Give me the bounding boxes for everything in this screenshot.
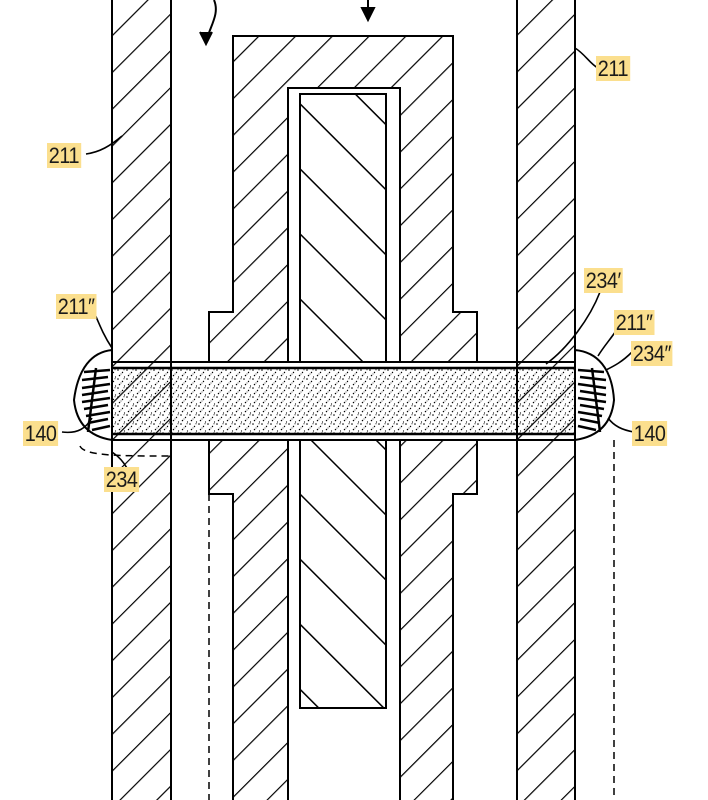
arrow-left [199,0,217,47]
label-211-double-prime-left: 211′′ [56,294,97,319]
label-211-right: 211 [596,56,630,81]
label-234-prime: 234′ [584,268,623,293]
lower-body-right [399,439,478,800]
label-140-left: 140 [23,421,59,446]
lower-body-left [208,439,289,800]
label-211-left: 211 [47,143,81,168]
dashed-guides [79,440,615,800]
upper-core [299,93,387,363]
label-211-double-prime-right: 211′′ [614,310,655,335]
right-threads [577,367,607,433]
label-234: 234 [104,467,140,492]
arrow-center [360,0,376,23]
horizontal-band [106,366,578,436]
label-234-double-prime: 234′′ [631,341,673,366]
label-140-right: 140 [632,421,668,446]
lower-core [299,439,387,709]
